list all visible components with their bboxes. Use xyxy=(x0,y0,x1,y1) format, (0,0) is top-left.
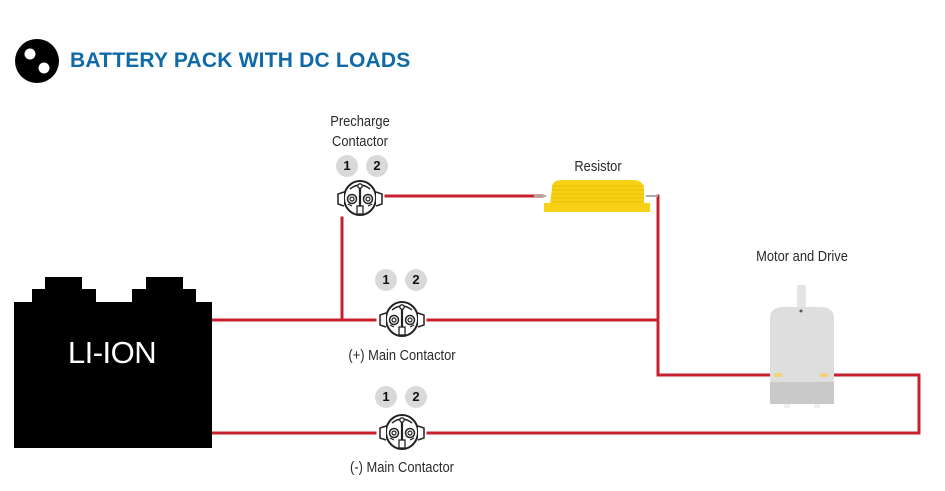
negative-main-contactor-symbol xyxy=(378,413,426,451)
diagram-header: BATTERY PACK WITH DC LOADS xyxy=(14,38,410,84)
diagram-title: BATTERY PACK WITH DC LOADS xyxy=(70,49,411,72)
positive-main-terminal-1-badge: 1 xyxy=(375,269,397,291)
precharge-contactor-symbol xyxy=(336,179,384,217)
negative-main-terminal-1-badge: 1 xyxy=(375,386,397,408)
two-dot-circle-icon xyxy=(15,39,59,83)
battery-li-ion xyxy=(14,277,212,448)
resistor xyxy=(534,180,658,212)
precharge-contactor-label-line1: Precharge xyxy=(330,113,390,130)
motor-and-drive-label: Motor and Drive xyxy=(756,248,848,265)
negative-main-terminal-2-badge: 2 xyxy=(405,386,427,408)
positive-main-contactor-label: (+) Main Contactor xyxy=(348,347,456,364)
positive-main-terminal-2-badge: 2 xyxy=(405,269,427,291)
resistor-label: Resistor xyxy=(574,158,622,175)
negative-main-contactor-label: (-) Main Contactor xyxy=(350,459,454,476)
precharge-terminal-1-badge: 1 xyxy=(336,155,358,177)
precharge-contactor-label-line2: Contactor xyxy=(332,133,388,150)
positive-main-contactor-symbol xyxy=(378,300,426,338)
precharge-terminal-2-badge: 2 xyxy=(366,155,388,177)
battery-label: LI-ION xyxy=(67,335,157,370)
motor-and-drive xyxy=(770,285,834,408)
